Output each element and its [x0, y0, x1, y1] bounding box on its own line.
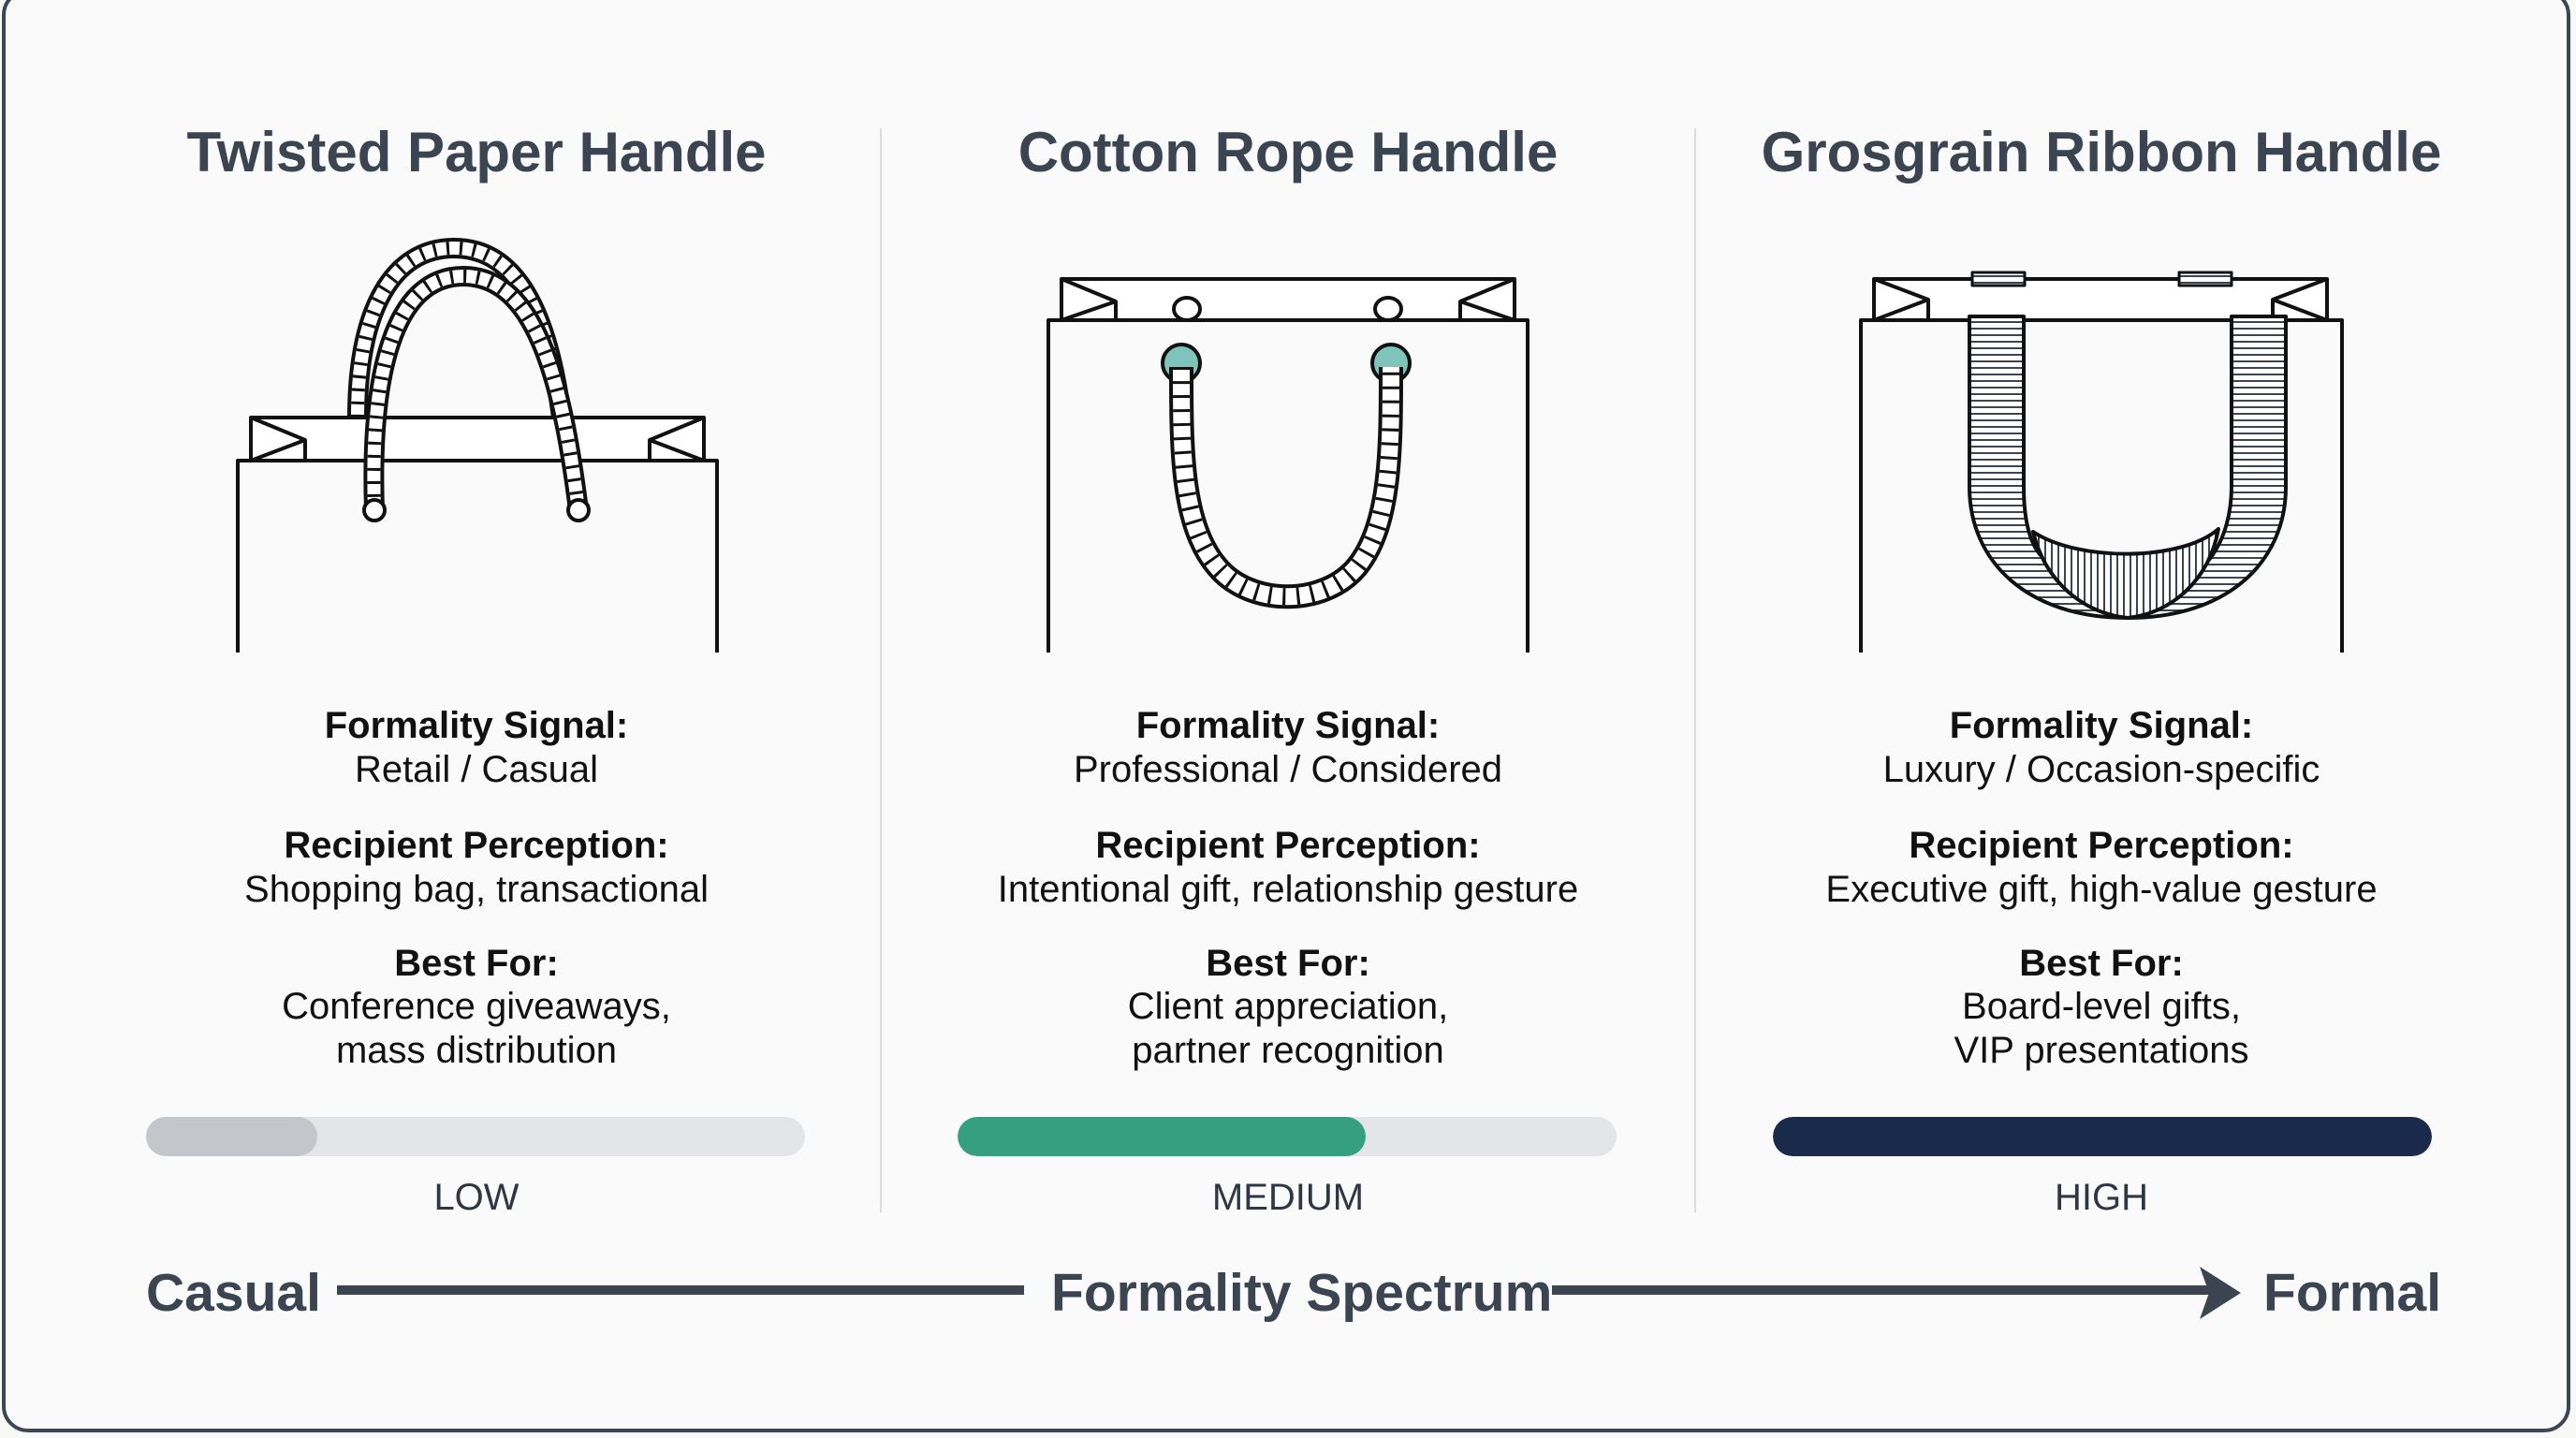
best-for-line: VIP presentations	[1954, 1030, 2249, 1071]
best-for-line: Board-level gifts,	[1962, 986, 2241, 1027]
column-divider	[1694, 128, 1696, 1212]
formality-signal-label: Formality Signal:	[1135, 705, 1441, 746]
column-title-cotton-rope: Cotton Rope Handle	[1017, 121, 1559, 183]
formality-meter-low	[146, 1117, 805, 1156]
arrow-right-icon	[2200, 1267, 2241, 1319]
spectrum-title: Formality Spectrum	[1051, 1263, 1553, 1323]
recipient-perception-label: Recipient Perception:	[1095, 825, 1481, 866]
best-for-label: Best For:	[1206, 943, 1370, 984]
best-for-line: Client appreciation,	[1127, 986, 1449, 1027]
formality-meter-medium	[958, 1117, 1617, 1156]
recipient-perception-label: Recipient Perception:	[284, 825, 669, 866]
formality-signal-label: Formality Signal:	[1949, 705, 2254, 746]
meter-fill	[1773, 1117, 2432, 1156]
best-for-label: Best For:	[394, 943, 559, 984]
recipient-perception-value: Executive gift, high-value gesture	[1825, 869, 2378, 910]
formality-signal-value: Luxury / Occasion-specific	[1882, 749, 2320, 790]
recipient-perception-value: Shopping bag, transactional	[244, 869, 709, 910]
recipient-perception-value: Intentional gift, relationship gesture	[997, 869, 1579, 910]
spectrum-left-label: Casual	[146, 1263, 321, 1323]
column-divider	[880, 128, 882, 1212]
best-for-line: mass distribution	[335, 1030, 618, 1071]
cotton-rope-handle-bag-icon	[1046, 277, 1530, 653]
level-label: MEDIUM	[1211, 1177, 1365, 1218]
formality-signal-label: Formality Signal:	[324, 705, 629, 746]
twisted-paper-handle-bag-icon	[236, 238, 719, 653]
recipient-perception-label: Recipient Perception:	[1909, 825, 2294, 866]
spectrum-right-label: Formal	[2263, 1263, 2442, 1323]
spectrum-line-left	[337, 1285, 1024, 1295]
meter-fill	[958, 1117, 1367, 1156]
meter-fill	[146, 1117, 318, 1156]
column-title-twisted-paper: Twisted Paper Handle	[186, 121, 767, 183]
spectrum-line-right	[1552, 1285, 2218, 1295]
formality-signal-value: Professional / Considered	[1073, 749, 1503, 790]
best-for-line: partner recognition	[1132, 1030, 1444, 1071]
level-label: LOW	[433, 1177, 520, 1218]
column-title-grosgrain-ribbon: Grosgrain Ribbon Handle	[1761, 121, 2442, 183]
level-label: HIGH	[2055, 1177, 2148, 1218]
formality-meter-high	[1773, 1117, 2432, 1156]
best-for-label: Best For:	[2019, 943, 2184, 984]
formality-signal-value: Retail / Casual	[354, 749, 599, 790]
best-for-line: Conference giveaways,	[282, 986, 671, 1027]
grosgrain-ribbon-handle-bag-icon	[1859, 271, 2344, 653]
